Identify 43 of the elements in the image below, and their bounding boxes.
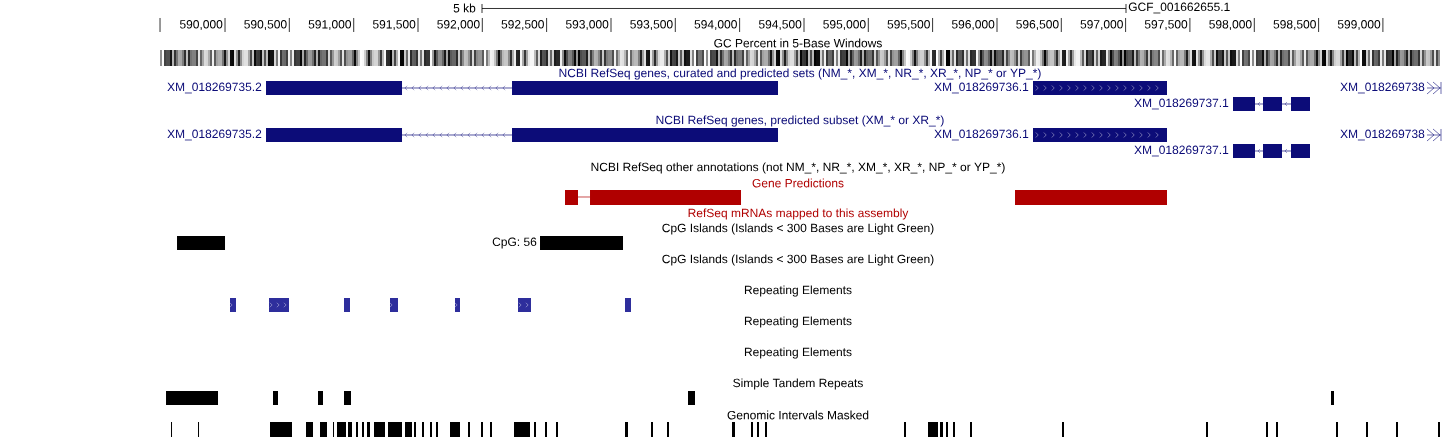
tick-label: 592,000 xyxy=(437,20,480,30)
track-title: GC Percent in 5-Base Windows xyxy=(714,38,882,48)
gene-label: XM_018269737.1 xyxy=(1134,98,1229,110)
tick-label: 596,500 xyxy=(1016,20,1059,30)
tick-label: 595,000 xyxy=(823,20,866,30)
track-title: Repeating Elements xyxy=(744,285,852,297)
track-title: Simple Tandem Repeats xyxy=(733,378,863,390)
track-title: Genomic Intervals Masked xyxy=(727,410,869,420)
tick-label: 599,000 xyxy=(1337,20,1381,30)
tick-label: 595,500 xyxy=(887,20,930,30)
tick-label: 598,500 xyxy=(1273,20,1316,30)
tick-label: 593,000 xyxy=(565,20,609,30)
track-title: NCBI RefSeq genes, predicted subset (XM_* or XR_*) xyxy=(656,115,944,127)
tick-label: 594,000 xyxy=(694,20,737,30)
gene-label: XM_018269735.2 xyxy=(167,129,262,141)
tick-label: 594,500 xyxy=(758,20,802,30)
gene-label: XM_018269738 xyxy=(1340,82,1425,94)
scale-label: 5 kb xyxy=(453,3,476,13)
gene-label: XM_018269737.1 xyxy=(1134,145,1229,157)
track-title: CpG Islands (Islands < 300 Bases are Light Green) xyxy=(662,254,934,266)
tick-label: 591,500 xyxy=(372,20,416,30)
tick-label: 598,000 xyxy=(1209,20,1252,30)
gene-label: XM_018269735.2 xyxy=(167,82,262,94)
tick-label: 590,500 xyxy=(244,20,287,30)
tick-label: 590,000 xyxy=(179,20,223,30)
gene-label: XM_018269736.1 xyxy=(934,129,1029,141)
track-title: NCBI RefSeq other annotations (not NM_*, NR_*, XM_*, XR_*, NP_* or YP_*) xyxy=(591,162,1005,174)
track-title: RefSeq mRNAs mapped to this assembly xyxy=(688,208,909,220)
tick-label: 592,500 xyxy=(501,20,544,30)
gene-label: XM_018269736.1 xyxy=(934,82,1029,94)
gene-label: XM_018269738 xyxy=(1340,129,1425,141)
assembly-label: GCF_001662655.1 xyxy=(1128,2,1230,14)
track-title: NCBI RefSeq genes, curated and predicted sets (NM_*, XM_*, NR_*, XR_*, NP_* or YP_*) xyxy=(559,68,1041,80)
tick-label: 593,500 xyxy=(630,20,673,30)
tick-label: 596,000 xyxy=(951,20,995,30)
track-title: Repeating Elements xyxy=(744,347,852,359)
tick-label: 597,500 xyxy=(1144,20,1188,30)
track-title: Gene Predictions xyxy=(752,178,844,188)
feature-label: CpG: 56 xyxy=(492,237,537,249)
track-title: CpG Islands (Islands < 300 Bases are Light Green) xyxy=(662,223,934,235)
tick-label: 597,000 xyxy=(1080,20,1123,30)
tick-label: 591,000 xyxy=(308,20,352,30)
track-title: Repeating Elements xyxy=(744,316,852,328)
